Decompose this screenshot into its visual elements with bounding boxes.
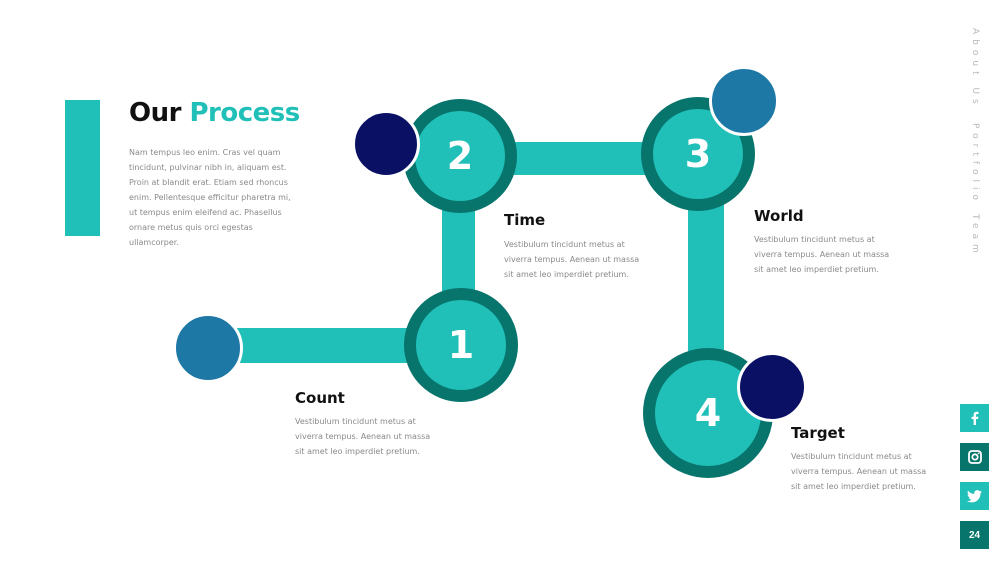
nav-about-us[interactable]: About Us [970,28,980,109]
facebook-icon [971,411,978,425]
accent-bar [65,100,100,236]
instagram-icon [967,450,982,464]
step-1-text: Vestibulum tincidunt metus at viverra te… [295,417,431,456]
nav-team[interactable]: Team [970,214,980,258]
start-dot [173,313,243,383]
step-2-label: Time [504,211,546,229]
step-4-label: Target [791,424,845,442]
twitter-icon [967,489,982,502]
step-2-circle: 2 [403,99,517,213]
step-1-label: Count [295,389,345,407]
page-number: 24 [960,521,989,549]
step-3-text: Vestibulum tincidunt metus at viverra te… [754,235,890,274]
twitter-button[interactable] [960,482,989,510]
instagram-button[interactable] [960,443,989,471]
step-2-text: Vestibulum tincidunt metus at viverra te… [504,240,640,279]
intro-paragraph: Nam tempus leo enim. Cras vel quam tinci… [129,148,291,247]
step-3-label: World [754,207,804,225]
step-3-dot [709,66,779,136]
facebook-button[interactable] [960,404,989,432]
nav-portfolio[interactable]: Portfolio [970,123,980,206]
page-title: Our Process [129,98,300,128]
step-2-dot [352,110,420,178]
step-4-text: Vestibulum tincidunt metus at viverra te… [791,452,927,491]
step-4-dot [737,352,807,422]
step-1-circle: 1 [404,288,518,402]
